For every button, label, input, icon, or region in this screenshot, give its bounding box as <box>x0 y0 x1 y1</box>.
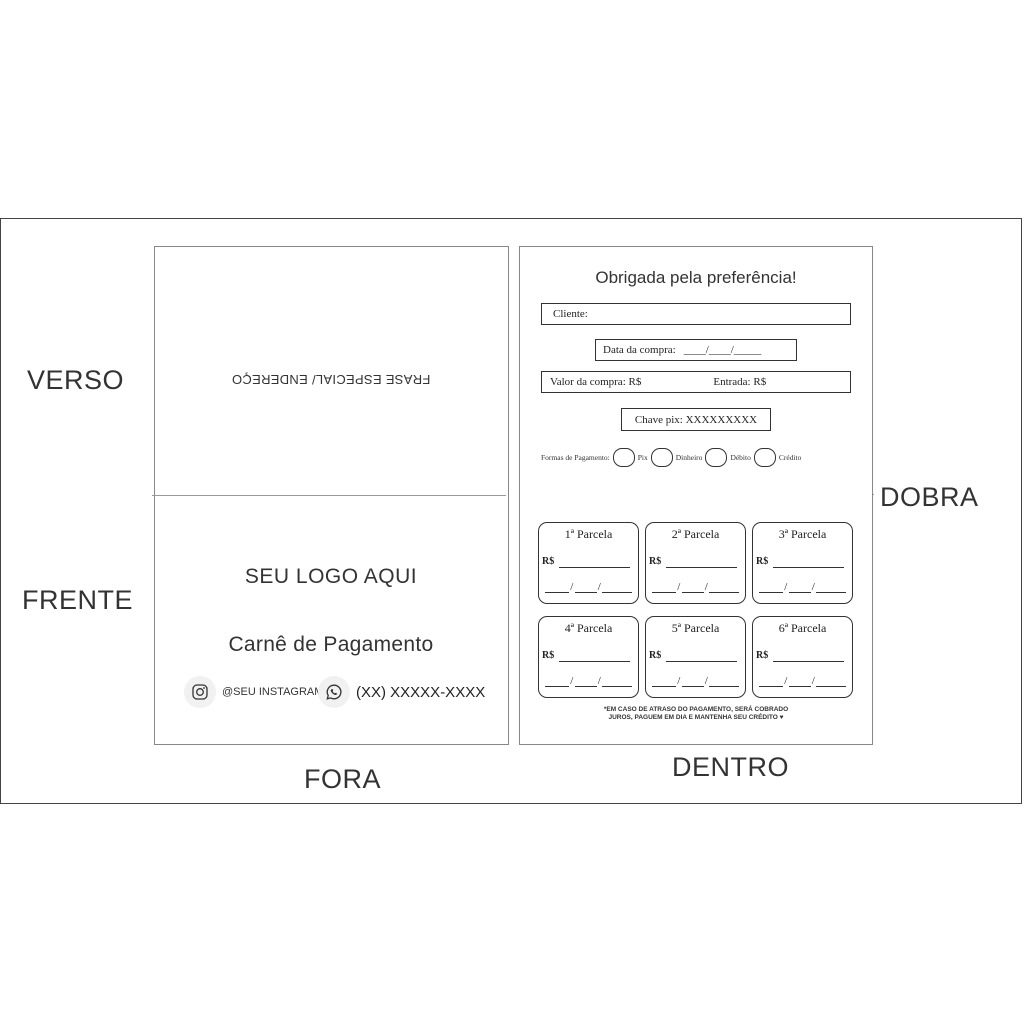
whatsapp-contact: (XX) XXXXX-XXXX <box>318 676 485 708</box>
parcela-rs-label: R$ <box>756 556 769 567</box>
parcela-card-1: 1ª Parcela R$ // <box>538 522 639 604</box>
parcela-title: 6ª Parcela <box>778 621 827 635</box>
parcela-value-line <box>559 661 630 662</box>
parcela-rs-label: R$ <box>542 650 555 661</box>
dentro-label: DENTRO <box>672 752 789 782</box>
instagram-icon <box>184 676 216 708</box>
parcela-title: 5ª Parcela <box>671 621 720 635</box>
parcela-title: 1ª Parcela <box>564 527 613 541</box>
thanks-message: Obrigada pela preferência! <box>595 268 797 287</box>
pix-checkbox <box>612 448 635 467</box>
chave-pix-label: Chave pix: XXXXXXXXX <box>634 413 758 426</box>
parcela-date-line: // <box>652 673 739 687</box>
late-payment-note-line1: *EM CASO DE ATRASO DO PAGAMENTO, SERÁ CO… <box>603 706 789 713</box>
parcela-card-2: 2ª Parcela R$ // <box>645 522 746 604</box>
debito-option-label: Débito <box>730 453 751 462</box>
late-payment-note-line2: JUROS, PAGUEM EM DIA E MANTENHA SEU CRÉD… <box>608 714 784 721</box>
parcela-value-line <box>773 661 844 662</box>
valor-compra-label: Valor da compra: R$ <box>550 376 642 388</box>
chave-pix-field: Chave pix: XXXXXXXXX <box>621 408 771 431</box>
parcela-title: 4ª Parcela <box>564 621 613 635</box>
frente-label: FRENTE <box>22 585 133 615</box>
dinheiro-checkbox <box>650 448 673 467</box>
debito-checkbox <box>705 448 728 467</box>
whatsapp-icon <box>318 676 350 708</box>
verso-label: VERSO <box>27 365 125 395</box>
parcela-value-line <box>559 567 630 568</box>
fora-label: FORA <box>304 764 382 794</box>
parcela-card-4: 4ª Parcela R$ // <box>538 616 639 698</box>
parcela-date-line: // <box>759 673 846 687</box>
parcela-date-line: // <box>652 579 739 593</box>
parcela-date-line: // <box>545 673 632 687</box>
carne-title: Carnê de Pagamento <box>228 633 434 656</box>
parcela-date-line: // <box>545 579 632 593</box>
parcela-rs-label: R$ <box>649 556 662 567</box>
parcela-title: 3ª Parcela <box>778 527 827 541</box>
parcela-rs-label: R$ <box>756 650 769 661</box>
data-compra-field: Data da compra: ____/____/_____ <box>595 339 797 361</box>
data-compra-label: Data da compra: <box>603 344 676 356</box>
valor-compra-field: Valor da compra: R$ Entrada: R$ <box>541 371 851 393</box>
outside-fold-line <box>152 495 506 496</box>
dinheiro-option-label: Dinheiro <box>675 453 703 462</box>
parcela-rs-label: R$ <box>649 650 662 661</box>
print-sheet-frame <box>0 218 1022 804</box>
parcela-value-line <box>666 661 737 662</box>
logo-placeholder: SEU LOGO AQUI <box>244 565 418 588</box>
pix-option-label: Pix <box>637 453 648 462</box>
instagram-handle: @SEU INSTAGRAM <box>222 686 324 698</box>
dobra-label: DOBRA <box>880 482 979 512</box>
formas-pagamento-label: Formas de Pagamento: <box>541 453 610 462</box>
parcela-title: 2ª Parcela <box>671 527 720 541</box>
phone-number: (XX) XXXXX-XXXX <box>356 683 486 701</box>
data-compra-placeholder: ____/____/_____ <box>683 344 762 356</box>
parcela-value-line <box>773 567 844 568</box>
credito-option-label: Crédito <box>778 453 802 462</box>
entrada-label: Entrada: R$ <box>713 376 767 388</box>
verso-phrase-address: FRASE ESPECIAL/ ENDEREÇO <box>231 372 431 387</box>
parcela-card-5: 5ª Parcela R$ // <box>645 616 746 698</box>
cliente-label: Cliente: <box>553 308 588 320</box>
parcela-value-line <box>666 567 737 568</box>
parcela-rs-label: R$ <box>542 556 555 567</box>
cliente-field: Cliente: <box>541 303 851 325</box>
instagram-contact: @SEU INSTAGRAM <box>184 676 323 708</box>
parcela-card-3: 3ª Parcela R$ // <box>752 522 853 604</box>
formas-pagamento-row: Formas de Pagamento: Pix Dinheiro Débito… <box>541 448 801 467</box>
late-payment-note: *EM CASO DE ATRASO DO PAGAMENTO, SERÁ CO… <box>520 706 872 722</box>
parcela-date-line: // <box>759 579 846 593</box>
parcela-card-6: 6ª Parcela R$ // <box>752 616 853 698</box>
credito-checkbox <box>753 448 776 467</box>
